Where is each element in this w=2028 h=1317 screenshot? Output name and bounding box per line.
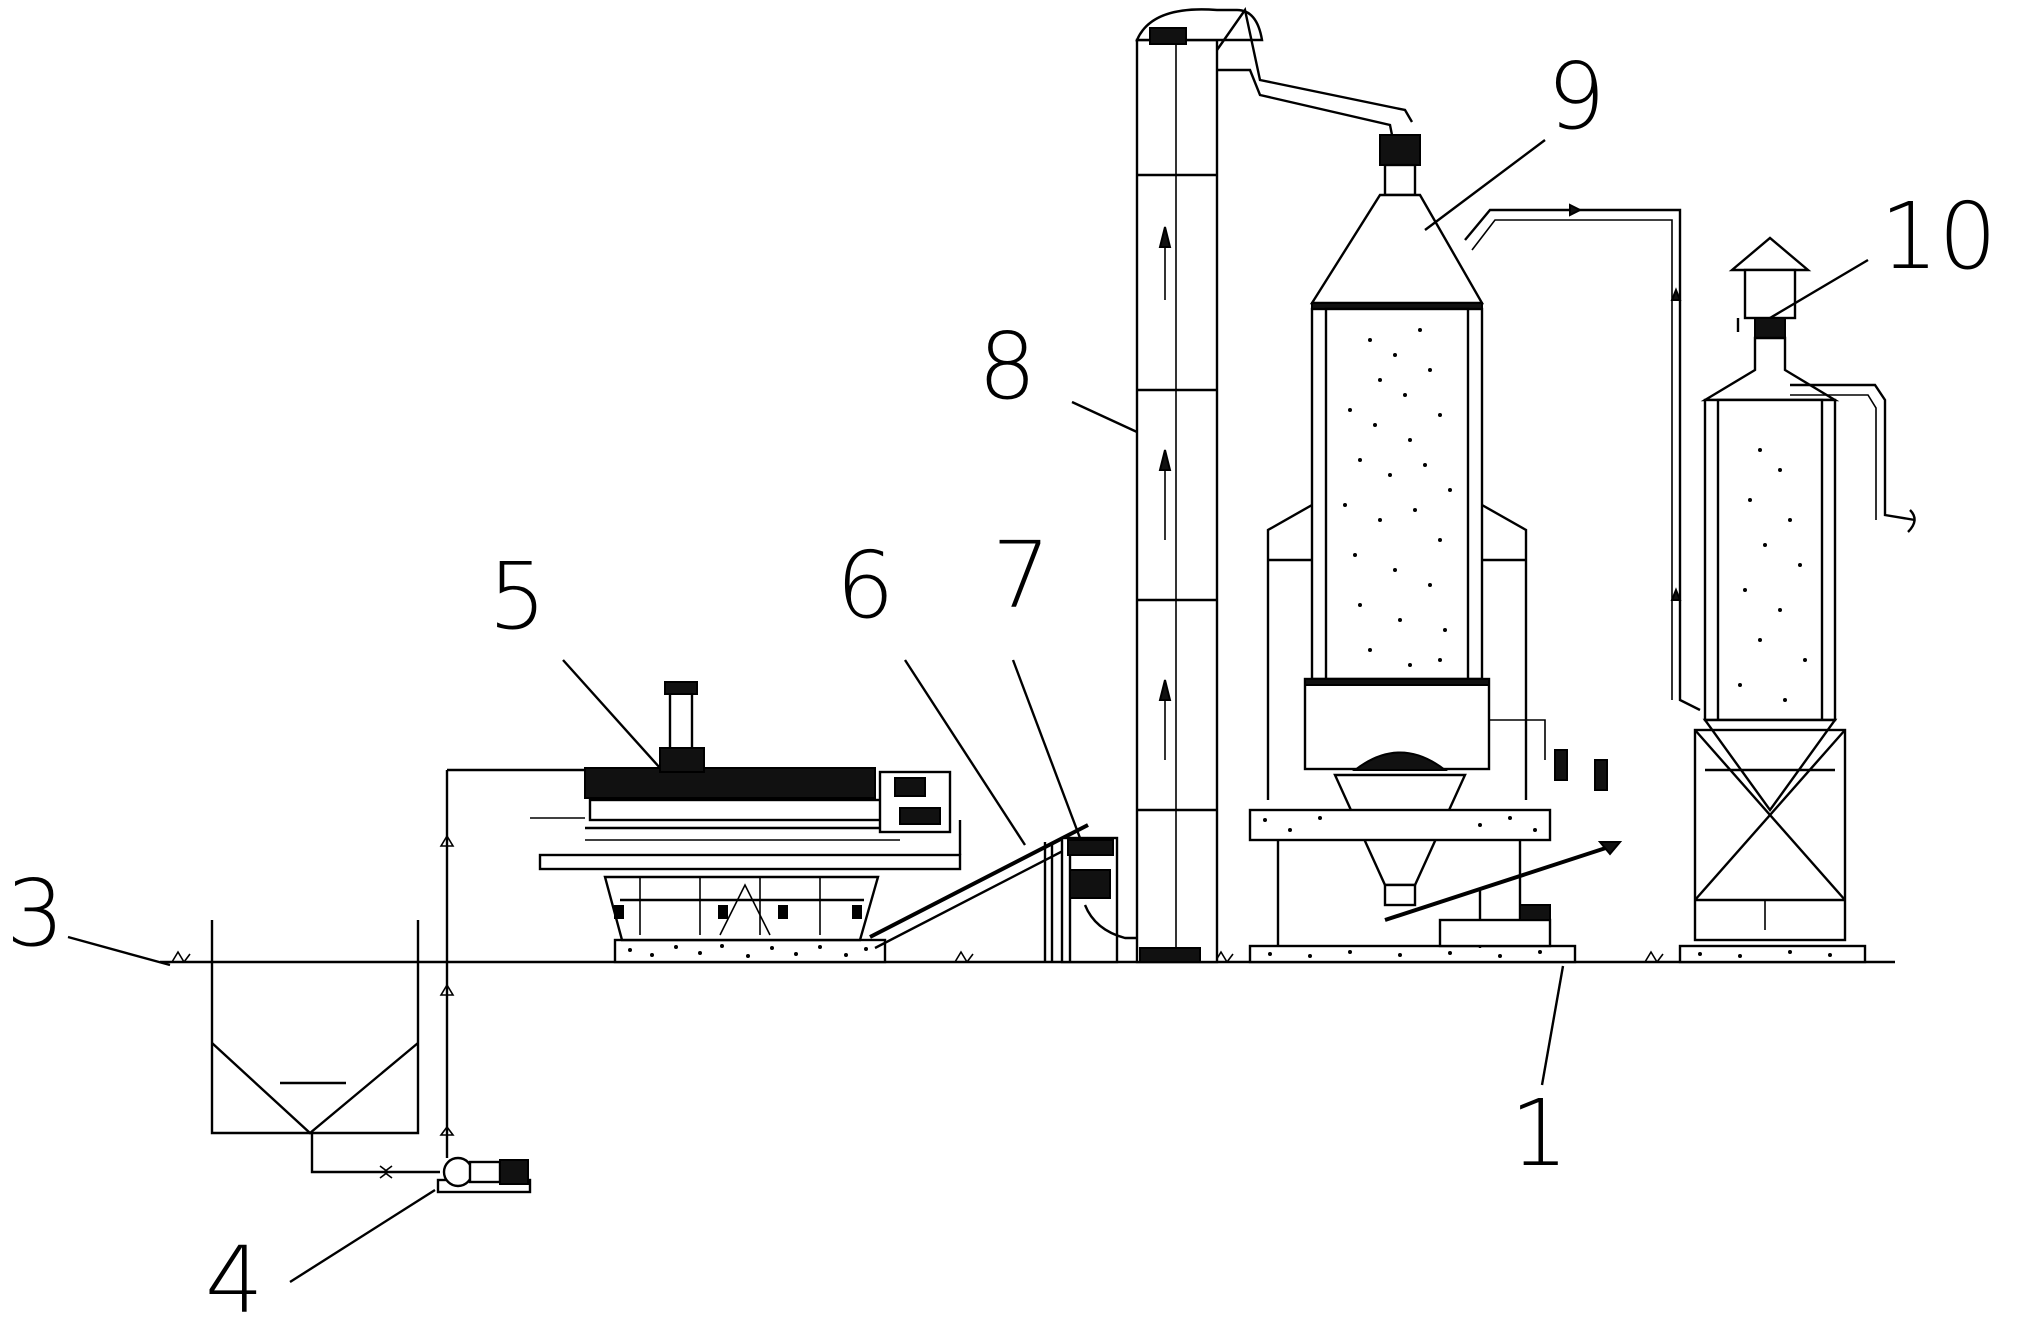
filter-press xyxy=(530,681,962,964)
inclined-conveyor xyxy=(869,823,1089,962)
leader-lines xyxy=(67,139,1869,1284)
callout-1: 1 xyxy=(1510,1080,1569,1187)
hopper xyxy=(1060,836,1170,964)
bucket-elevator xyxy=(1135,7,1414,964)
callout-9: 9 xyxy=(1547,43,1606,150)
callout-6: 6 xyxy=(836,532,895,639)
callout-5: 5 xyxy=(488,543,547,650)
exhaust-tower xyxy=(1678,236,1916,964)
callout-10: 10 xyxy=(1880,183,1997,290)
callout-4: 4 xyxy=(205,1227,264,1317)
pump xyxy=(436,768,585,1194)
ground-line xyxy=(160,950,1895,964)
drying-tower xyxy=(1248,134,1701,964)
callout-7: 7 xyxy=(992,522,1051,629)
callout-3: 3 xyxy=(6,860,65,967)
callout-8: 8 xyxy=(978,313,1037,420)
sedimentation-tank xyxy=(210,920,440,1179)
